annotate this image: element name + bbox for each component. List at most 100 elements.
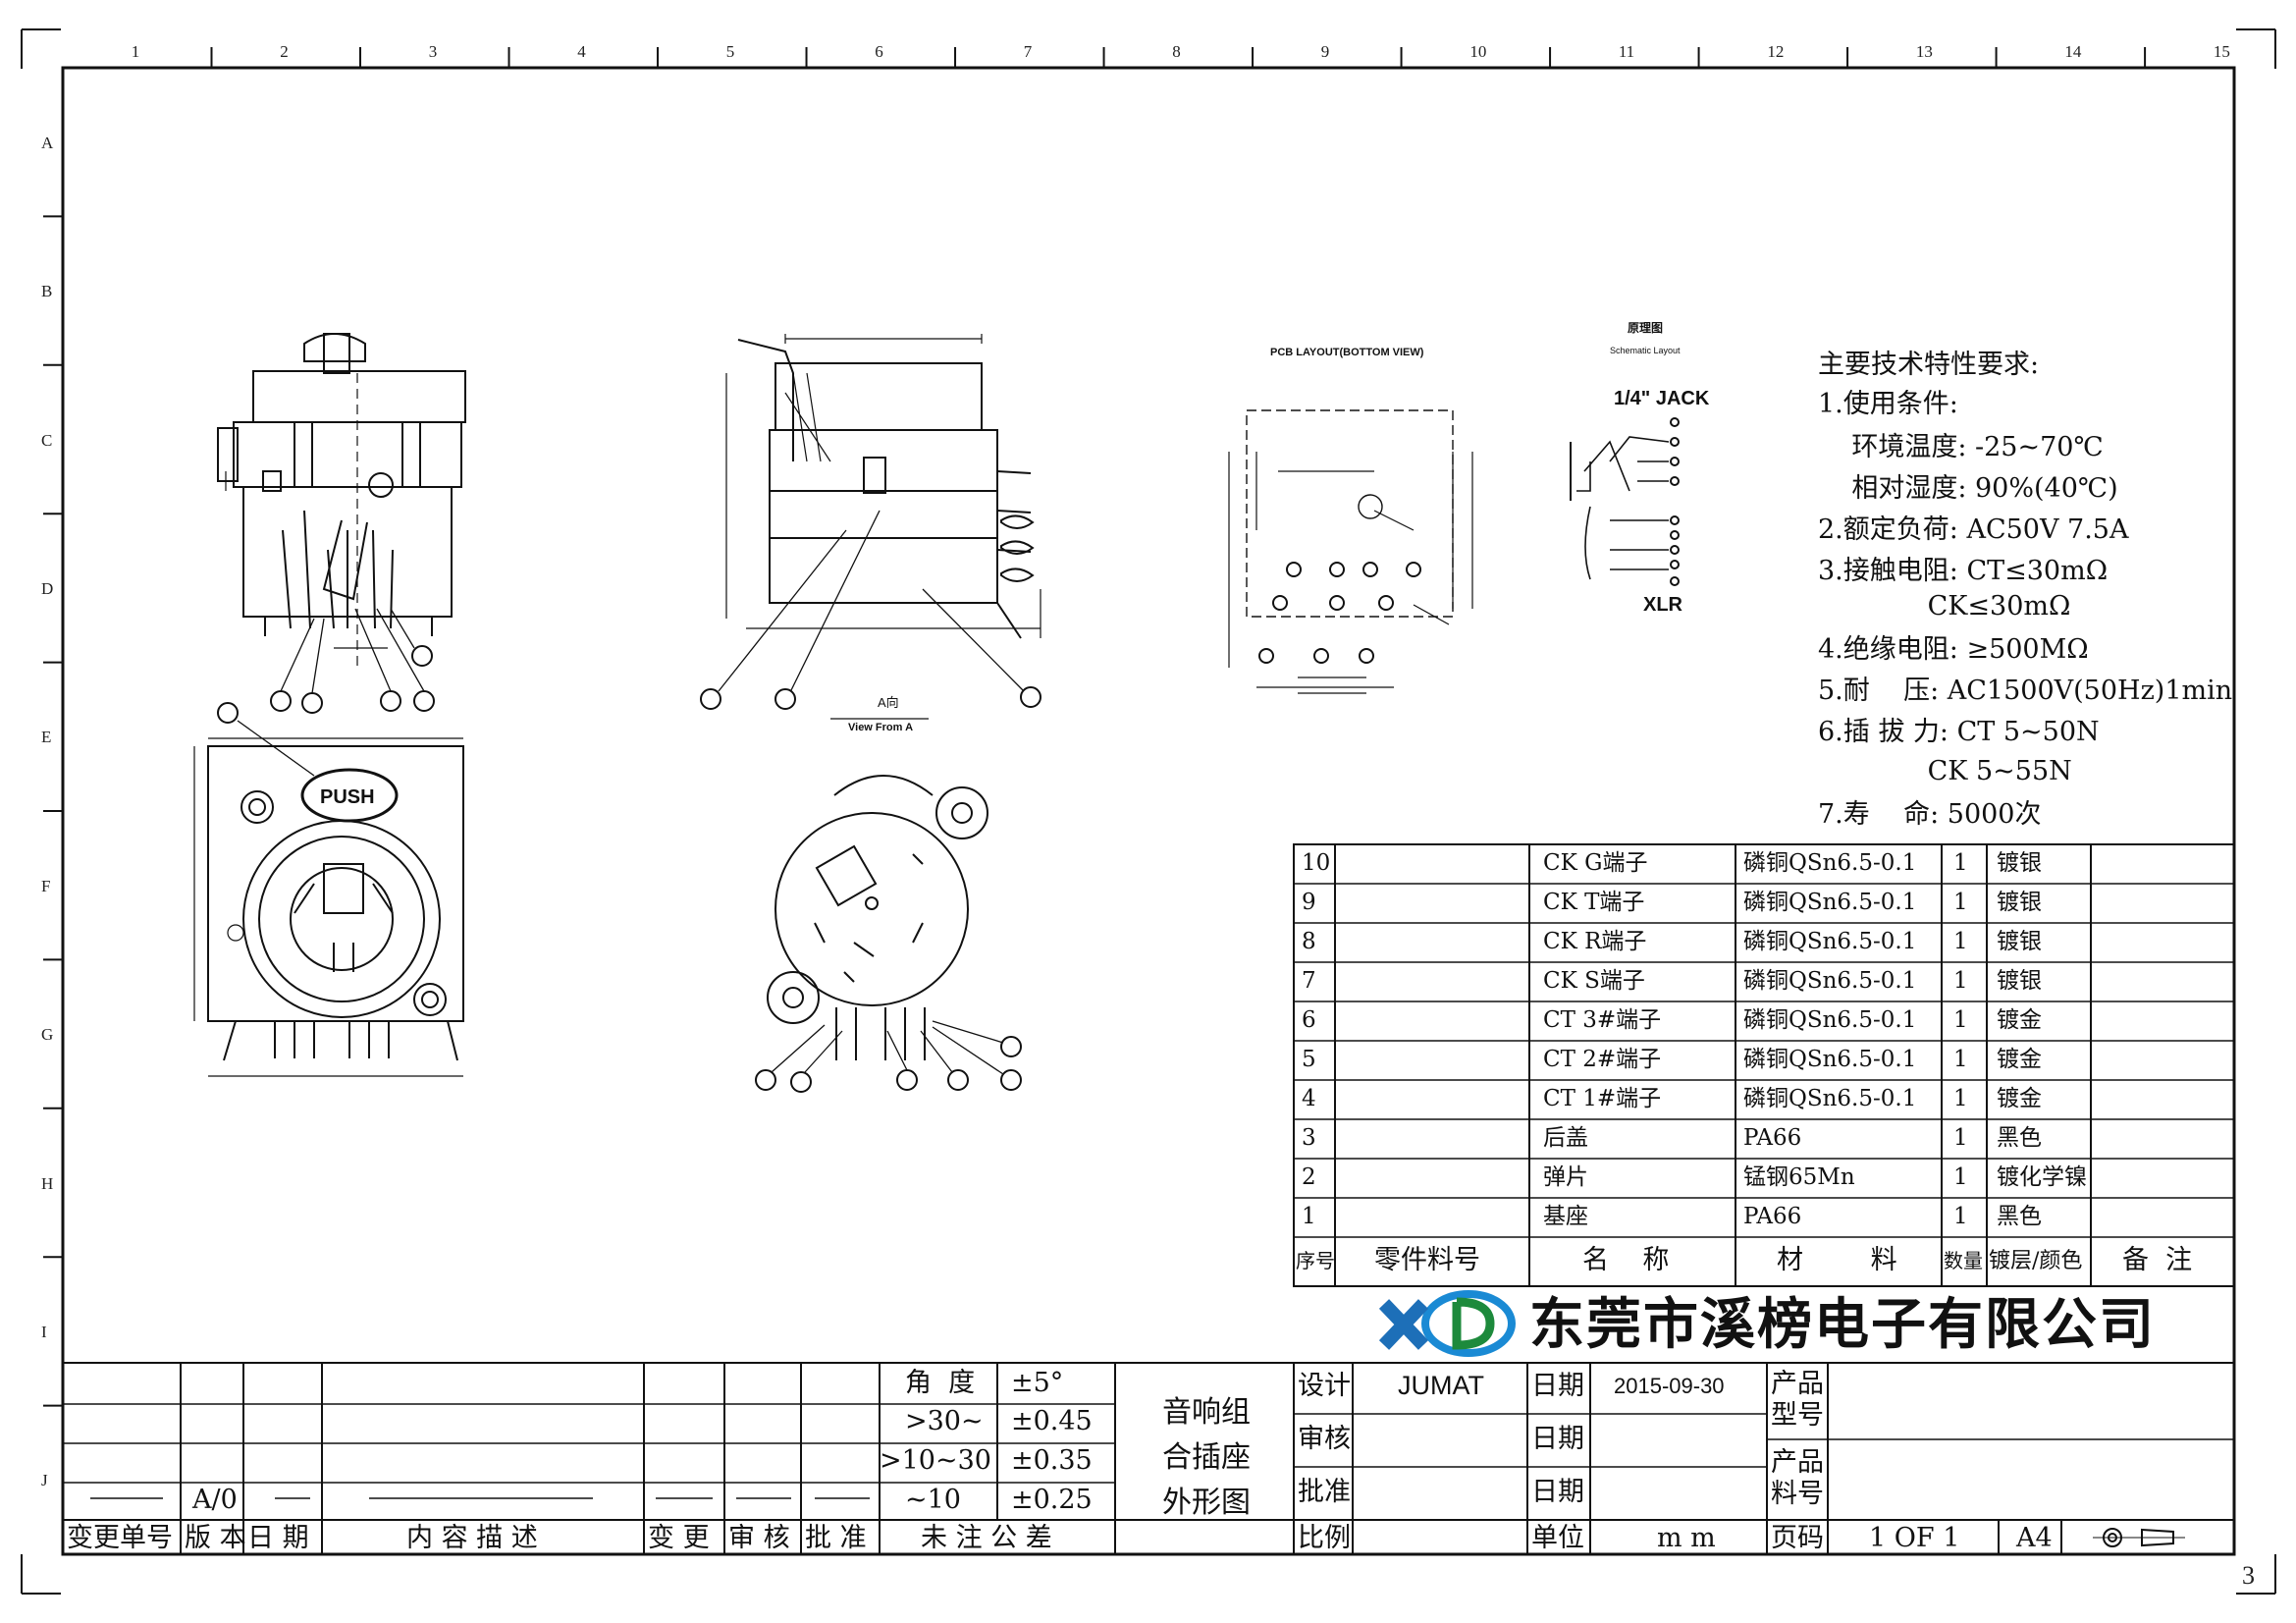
- bom-cell-material: 磷铜QSn6.5-0.1: [1743, 929, 1917, 954]
- bom-header-finish: 镀层/颜色: [1989, 1249, 2083, 1273]
- product-model-label: 产品 型号: [1771, 1369, 1824, 1432]
- bom-cell-qty: 1: [1953, 929, 1968, 954]
- zone-column-label: 5: [725, 42, 735, 61]
- paper-size: A4: [2016, 1523, 2053, 1553]
- designer-value: JUMAT: [1398, 1371, 1484, 1400]
- bom-cell-qty: 1: [1953, 1125, 1968, 1151]
- bom-cell-qty: 1: [1953, 1164, 1968, 1190]
- bom-cell-finish: 镀银: [1997, 890, 2042, 915]
- revision-header: 变 更: [648, 1523, 710, 1553]
- check-label: 审核: [1298, 1424, 1351, 1454]
- requirements-heading: 主要技术特性要求:: [1818, 350, 2040, 380]
- zone-row-label: G: [41, 1025, 54, 1045]
- zone-row-label: I: [41, 1322, 47, 1341]
- bom-cell-name: CT 2#端子: [1543, 1047, 1662, 1072]
- view-a-sub: View From A: [848, 722, 913, 733]
- bom-cell-material: 磷铜QSn6.5-0.1: [1743, 1007, 1917, 1033]
- bom-cell-name: 弹片: [1543, 1164, 1588, 1190]
- tolerance-range: ~10: [905, 1485, 961, 1515]
- schematic-sub: Schematic Layout: [1610, 346, 1681, 355]
- bom-cell-material: 磷铜QSn6.5-0.1: [1743, 1086, 1917, 1111]
- sheet-number: 3: [2242, 1561, 2255, 1590]
- tolerance-value: ±5°: [1011, 1368, 1064, 1398]
- bom-header-remark: 备 注: [2122, 1245, 2193, 1275]
- rear-view-drawing: [755, 775, 1022, 1093]
- zone-column-label: 12: [1767, 42, 1785, 61]
- bom-cell-name: CK G端子: [1543, 850, 1648, 876]
- revision-header: 审 核: [728, 1523, 790, 1553]
- bom-cell-material: 磷铜QSn6.5-0.1: [1743, 890, 1917, 915]
- product-code-label: 产品 料号: [1771, 1447, 1824, 1510]
- zone-column-label: 6: [875, 42, 883, 61]
- bom-cell-qty: 1: [1953, 890, 1968, 915]
- zone-column-label: 7: [1023, 42, 1033, 61]
- company-logo: [1374, 1286, 1522, 1363]
- zone-row-label: B: [41, 282, 53, 301]
- tolerance-footer: 未 注 公 差: [921, 1523, 1052, 1553]
- xlr-label: XLR: [1643, 594, 1683, 616]
- bom-cell-material: 锰钢65Mn: [1743, 1164, 1855, 1190]
- zone-row-label: C: [41, 430, 53, 450]
- zone-column-label: 8: [1172, 42, 1181, 61]
- revision-header: 批 准: [805, 1523, 867, 1553]
- bom-header-name: 名 称: [1582, 1245, 1670, 1275]
- unit-label: 单位: [1531, 1523, 1584, 1553]
- revision-version: A/0: [192, 1485, 238, 1515]
- bom-cell-no: 6: [1302, 1007, 1316, 1033]
- requirement-line: 相对湿度: 90%(40℃): [1818, 473, 2118, 504]
- bom-cell-material: PA66: [1743, 1204, 1802, 1229]
- bom-cell-no: 1: [1302, 1204, 1316, 1229]
- tolerance-range: >10~30: [880, 1445, 991, 1476]
- pcb-title: PCB LAYOUT(BOTTOM VIEW): [1270, 347, 1424, 358]
- date-label-check: 日期: [1531, 1424, 1584, 1454]
- zone-row-label: J: [41, 1471, 48, 1490]
- requirement-line: 2.额定负荷: AC50V 7.5A: [1818, 514, 2129, 545]
- bom-cell-name: CK T端子: [1543, 890, 1645, 915]
- bom-cell-no: 8: [1302, 929, 1316, 954]
- zone-column-label: 11: [1618, 42, 1635, 61]
- tolerance-range: >30~: [905, 1406, 984, 1436]
- bom-header-part_no: 零件料号: [1374, 1245, 1480, 1275]
- requirement-line: 7.寿 命: 5000次: [1818, 799, 2042, 830]
- view-a-label: A向: [878, 695, 899, 710]
- front-face-drawing: [193, 702, 464, 1077]
- bom-cell-name: CK R端子: [1543, 929, 1647, 954]
- requirement-line: 4.绝缘电阻: ≥500MΩ: [1818, 634, 2089, 665]
- zone-row-label: H: [41, 1173, 54, 1193]
- bom-cell-finish: 镀金: [1997, 1047, 2042, 1072]
- tolerance-range: 角 度: [905, 1368, 976, 1398]
- bom-cell-material: 磷铜QSn6.5-0.1: [1743, 968, 1917, 994]
- bom-cell-name: CT 1#端子: [1543, 1086, 1662, 1111]
- bom-cell-no: 2: [1302, 1164, 1316, 1190]
- tolerance-value: ±0.25: [1011, 1485, 1093, 1515]
- requirement-line: CK≤30mΩ: [1818, 591, 2071, 622]
- tolerance-value: ±0.35: [1011, 1445, 1093, 1476]
- page-label: 页码: [1771, 1523, 1824, 1553]
- bom-cell-no: 5: [1302, 1047, 1316, 1072]
- bom-cell-finish: 镀银: [1997, 968, 2042, 994]
- bom-cell-finish: 黑色: [1997, 1204, 2042, 1229]
- drawing-title-line: 音响组: [1162, 1395, 1251, 1430]
- zone-row-label: E: [41, 728, 52, 747]
- bom-cell-material: PA66: [1743, 1125, 1802, 1151]
- unit-value: m m: [1657, 1523, 1716, 1553]
- bom-cell-qty: 1: [1953, 1007, 1968, 1033]
- bom-header-no: 序号: [1296, 1249, 1335, 1272]
- bom-header-qty: 数量: [1944, 1249, 1983, 1272]
- pcb-layout-drawing: [1228, 409, 1473, 694]
- zone-column-label: 4: [577, 42, 586, 61]
- zone-column-label: 10: [1469, 42, 1487, 61]
- zone-column-label: 15: [2213, 42, 2230, 61]
- revision-header: 变更单号: [67, 1523, 173, 1553]
- design-label: 设计: [1298, 1371, 1351, 1401]
- zone-column-label: 3: [428, 42, 438, 61]
- zone-column-label: 14: [2064, 42, 2082, 61]
- bom-cell-no: 3: [1302, 1125, 1316, 1151]
- requirement-line: 环境温度: -25~70℃: [1818, 432, 2104, 462]
- bom-header-material: 材 料: [1777, 1245, 1897, 1275]
- drawing-title-line: 外形图: [1162, 1486, 1251, 1520]
- zone-column-label: 2: [280, 42, 289, 61]
- bom-cell-finish: 黑色: [1997, 1125, 2042, 1151]
